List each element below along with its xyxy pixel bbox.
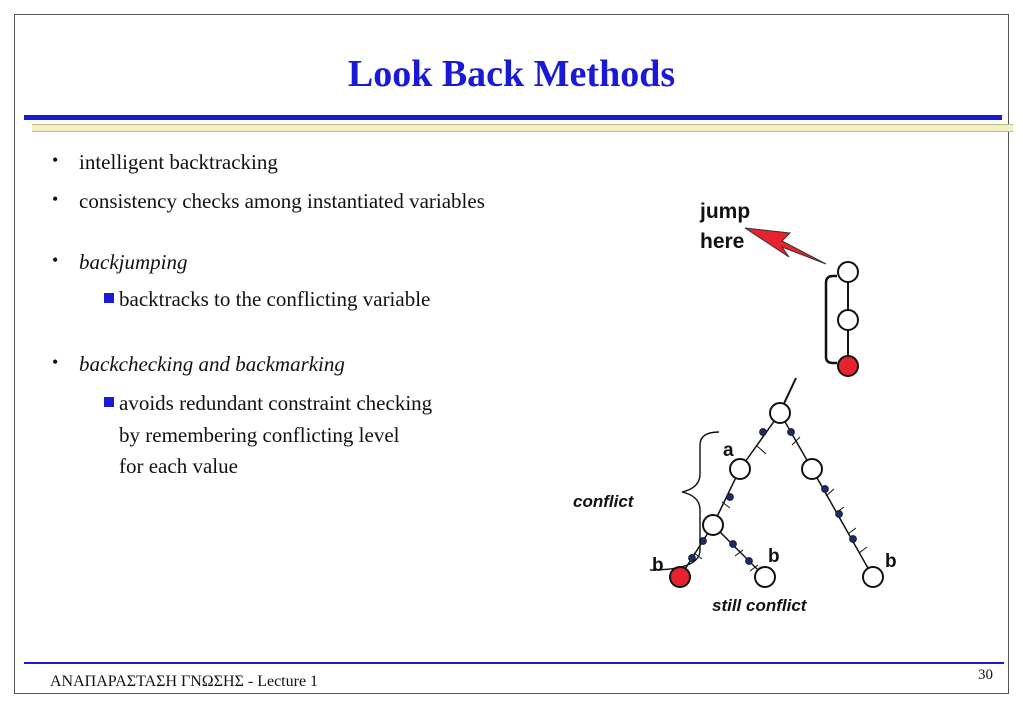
bullet-backjumping: backjumping bbox=[79, 250, 188, 274]
bullet-dot: • bbox=[52, 189, 59, 209]
here-label: here bbox=[700, 230, 744, 253]
bullet-dot: • bbox=[52, 352, 59, 372]
tree-node bbox=[729, 458, 751, 480]
lightning-bolt-icon bbox=[744, 227, 827, 265]
slide-frame bbox=[14, 14, 1009, 694]
footer-course-title: ΑΝΑΠΑΡΑΣΤΑΣΗ ΓΝΩΣΗΣ - Lecture 1 bbox=[50, 673, 319, 690]
tree-node bbox=[801, 458, 823, 480]
tree-leaf bbox=[862, 566, 884, 588]
chain-node-conflict bbox=[837, 355, 859, 377]
chain-node-middle bbox=[837, 309, 859, 331]
label-still-conflict: still conflict bbox=[712, 596, 808, 615]
edge-dots bbox=[688, 428, 857, 565]
sub-bullet-square bbox=[104, 397, 114, 407]
bullet-consistency-checks: consistency checks among instantiated va… bbox=[79, 189, 485, 213]
chain-node-top bbox=[837, 261, 859, 283]
label-conflict: conflict bbox=[573, 492, 635, 511]
tree-node bbox=[702, 514, 724, 536]
tree-edge bbox=[811, 468, 874, 578]
bullet-intelligent-backtracking: intelligent backtracking bbox=[79, 150, 278, 174]
slide-title: Look Back Methods bbox=[347, 53, 676, 95]
title-rule-yellow bbox=[32, 124, 1013, 132]
label-b-middle: b bbox=[768, 546, 780, 567]
sub-bullet-backtracks: backtracks to the conflicting variable bbox=[119, 287, 431, 311]
label-b-left: b bbox=[652, 555, 664, 576]
tree-edge-a-left bbox=[739, 412, 781, 470]
page-number: 30 bbox=[978, 667, 993, 683]
conflict-brace bbox=[649, 431, 720, 571]
edge-tick-marks bbox=[693, 436, 868, 572]
sub-bullet-avoids-line-3: for each value bbox=[119, 454, 238, 478]
tree-leaf bbox=[754, 566, 776, 588]
sub-bullet-avoids-line-1: avoids redundant constraint checking bbox=[119, 391, 433, 415]
tree-node-root bbox=[769, 402, 791, 424]
title-rule-blue bbox=[24, 115, 1002, 120]
bullet-dot: • bbox=[52, 250, 59, 270]
tree-leaf-conflict bbox=[669, 566, 691, 588]
footer-rule bbox=[24, 662, 1004, 664]
tree-edge-b-right bbox=[712, 524, 766, 578]
label-b-right: b bbox=[885, 551, 897, 572]
label-a: a bbox=[723, 440, 734, 461]
bullet-backchecking: backchecking and backmarking bbox=[79, 352, 345, 376]
sub-bullet-square bbox=[104, 293, 114, 303]
jump-label: jump bbox=[699, 200, 750, 223]
sub-bullet-avoids-line-2: by remembering conflicting level bbox=[119, 423, 400, 447]
chain-bracket bbox=[824, 274, 837, 365]
bullet-dot: • bbox=[52, 150, 59, 170]
